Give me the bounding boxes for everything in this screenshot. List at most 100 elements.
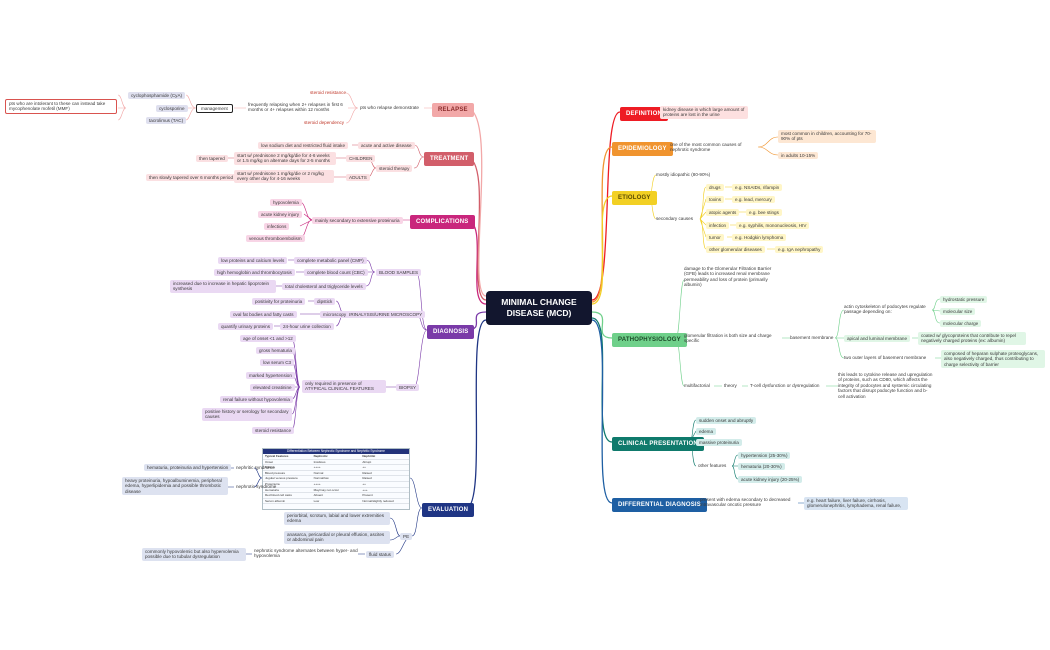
diagnosis-node[interactable]: DIAGNOSIS (427, 325, 475, 339)
pathophysiology-damage: damage to the Glomerular Filtration Barr… (684, 266, 772, 288)
etiology-item-label: drugs (706, 184, 724, 192)
differential-examples: e.g. heart failure, liver failure, cirrh… (804, 497, 908, 510)
diagnosis-atypical-item: age of onset <1 and >12 (240, 335, 296, 343)
complications-item: venous thromboembolism (246, 235, 305, 243)
relapse-pts: pts who relapse demonstrate (360, 105, 419, 110)
evaluation-nephritic-text: hematuria, proteinuria and hypertension (144, 464, 232, 472)
diagnosis-atypical-item: positive history or serology for seconda… (202, 408, 292, 421)
diagnosis-cbc: complete blood count (CBC) (304, 269, 368, 277)
epidemiology-adults: in adults 10-15% (778, 152, 819, 160)
central-topic[interactable]: MINIMAL CHANGE DISEASE (MCD) (486, 291, 592, 325)
evaluation-fluid-text: nephrotic syndrome alternates between hy… (254, 548, 358, 559)
treatment-steroid: steroid therapy (376, 165, 413, 173)
etiology-item-label: other glomerular diseases (706, 246, 765, 254)
pathophysiology-actin-item: molecular charge (940, 320, 982, 328)
etiology-item-example: e.g. NSAIDs, rifampin (732, 184, 783, 192)
treatment-adults-tail: then slowly tapered over 6 months period (146, 174, 237, 182)
differential-diagnosis-node[interactable]: DIFFERENTIAL DIAGNOSIS (612, 498, 707, 512)
evaluation-pe-item: periorbital, scrotum, labial and lower e… (284, 512, 390, 525)
complications-item: acute kidney injury (258, 211, 303, 219)
pathophysiology-outer-detail: composed of heparan sulphate proteoglyca… (941, 350, 1045, 369)
epidemiology-main: one of the most common causes of nephrot… (670, 142, 742, 153)
diagnosis-atypical-item: marked hypertension (246, 372, 295, 380)
pathophysiology-tcell-detail: this leads to cytokine release and upreg… (838, 372, 933, 399)
etiology-secondary: secondary causes (656, 216, 694, 221)
diagnosis-atypical-item: gross hematuria (256, 347, 295, 355)
diagnosis-dipstick-text: positivity for proteinuria (252, 298, 306, 306)
relapse-item: steroid resistance (310, 90, 347, 95)
diagnosis-atypical-item: renal failure without hypovolemia (220, 396, 293, 404)
pathophysiology-tcell: T-cell dysfunction or dysregulation (750, 383, 820, 388)
table-row: Edema++++++ (263, 465, 409, 471)
relapse-management: management (196, 104, 233, 114)
etiology-item-label: infection (706, 222, 730, 230)
etiology-item-example: e.g. Hodgkin lymphoma (732, 234, 787, 242)
evaluation-pe-item: anasarca, pericardial or pleural effusio… (284, 531, 390, 544)
etiology-item-label: tumor (706, 234, 724, 242)
pathophysiology-theory: theory (724, 383, 737, 388)
clinical-other-item: acute kidney injury (20-25%) (738, 476, 803, 484)
pathophysiology-actin-item: molecular size (940, 308, 976, 316)
evaluation-node[interactable]: EVALUATION (422, 503, 475, 517)
diagnosis-collection-text: quantify urinary proteins (218, 323, 274, 331)
etiology-item-label: toxins (706, 196, 725, 204)
diagnosis-blood: BLOOD SAMPLES (376, 269, 422, 277)
clinical-item: massive proteinuria (696, 439, 742, 447)
clinical-other-item: hypertension (25-30%) (738, 452, 791, 460)
complications-node[interactable]: COMPLICATIONS (410, 215, 475, 229)
clinical-other: other features (698, 463, 727, 468)
diagnosis-microscopy: microscopy (320, 311, 350, 319)
complications-main: mainly secondary to extensive proteinuri… (312, 217, 403, 225)
clinical-item: edema (696, 428, 717, 436)
pathophysiology-basement: basement membrane (790, 335, 834, 340)
pathophysiology-apical-detail: coated w/ glycoproteins that contribute … (918, 332, 1026, 345)
pathophysiology-multifactorial: multifactorial (684, 383, 710, 388)
table-row: Proteinuria++++++ (263, 482, 409, 488)
clinical-presentation-node[interactable]: CLINICAL PRESENTATION (612, 437, 704, 451)
pathophysiology-actin-item: hydrostatic pressure (940, 296, 988, 304)
etiology-item-example: e.g. bee stings (746, 209, 782, 217)
diagnosis-urine: URINALYSIS/URINE MICROSCOPY (344, 311, 426, 319)
table-title: Differentiation Between Nephrotic Syndro… (263, 449, 409, 454)
diagnosis-atypical-item: elevated creatinine (250, 384, 295, 392)
diagnosis-biopsy-text: only required in presence of ATYPICAL CL… (302, 380, 386, 393)
relapse-node[interactable]: RELAPSE (432, 103, 474, 117)
differential-text: present with edema secondary to decrease… (700, 497, 791, 508)
treatment-acute-text: low sodium diet and restricted fluid int… (258, 142, 349, 150)
etiology-item-example: e.g. lead, mercury (732, 196, 775, 204)
evaluation-nephrotic: nephrotic syndrome (236, 484, 277, 489)
diagnosis-cmp-text: low proteins and calcium levels (218, 257, 288, 265)
pathophysiology-node[interactable]: PATHOPHYSIOLOGY (612, 333, 687, 347)
diagnosis-cmp: complete metabolic panel (CMP) (294, 257, 367, 265)
diagnosis-lipid-text: increased due to increase in hepatic lip… (170, 280, 276, 293)
treatment-children: CHILDREN (346, 155, 376, 163)
definition-node[interactable]: DEFINITION (620, 107, 668, 121)
relapse-drug: cyclosporine (156, 105, 188, 113)
clinical-other-item: hematuria (20-30%) (738, 463, 785, 471)
evaluation-fluid: fluid status (366, 551, 394, 559)
diagnosis-atypical-item: steroid resistance (252, 427, 295, 435)
treatment-children-tail: then tapered (196, 155, 228, 163)
relapse-drug: cyclophosphamide (CyA) (128, 92, 186, 100)
nephrotic-nephritic-table: Differentiation Between Nephrotic Syndro… (262, 448, 410, 510)
treatment-node[interactable]: TREATMENT (424, 152, 475, 166)
diagnosis-lipid: total cholesterol and triglyceride level… (282, 283, 366, 291)
evaluation-nephritic: nephritic syndrome (236, 465, 275, 470)
diagnosis-dipstick: dipstick (314, 298, 336, 306)
diagnosis-microscopy-text: oval fat bodies and fatty casts (230, 311, 297, 319)
pathophysiology-actin: actin cytoskeleton of podocytes regulate… (844, 304, 926, 315)
etiology-item-example: e.g. syphilis, mononucleosis, HIV (736, 222, 810, 230)
treatment-adults-text: start w/ prednisone 1 mg/kg/die or 2 mg/… (234, 170, 334, 183)
diagnosis-atypical-item: low serum C3 (260, 359, 295, 367)
evaluation-nephrotic-text: heavy proteinuria, hypoalbuminemia, peri… (122, 477, 228, 496)
etiology-node[interactable]: ETIOLOGY (612, 191, 657, 205)
complications-item: hypovolemia (270, 199, 302, 207)
epidemiology-node[interactable]: EPIDEMIOLOGY (612, 142, 673, 156)
relapse-item: frequently relapsing when 2+ relapses in… (248, 102, 343, 113)
